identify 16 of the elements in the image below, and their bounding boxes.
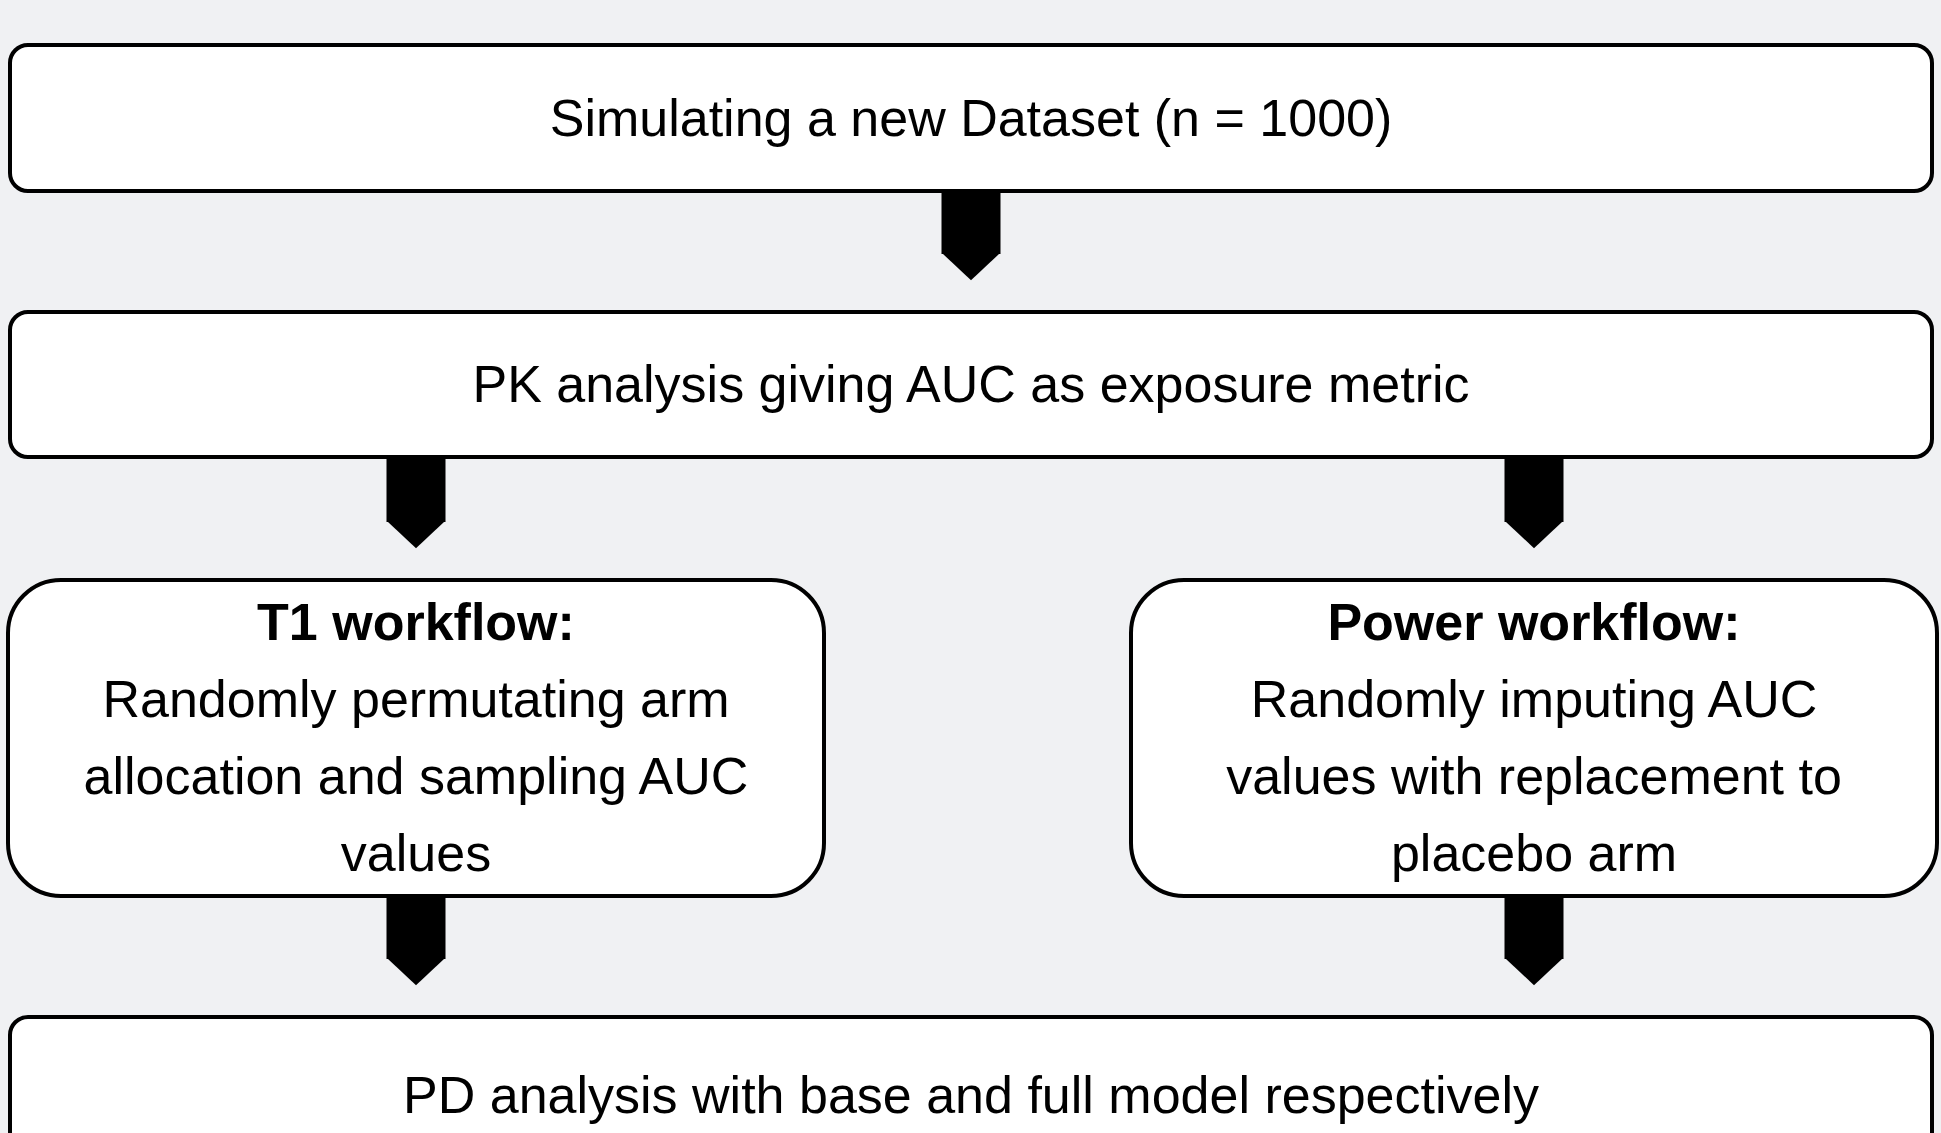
block-arrow bbox=[941, 193, 1001, 281]
box-text: PK analysis giving AUC as exposure metric bbox=[472, 354, 1470, 415]
box-heading: Power workflow: bbox=[1326, 592, 1742, 653]
process-box bbox=[6, 578, 826, 898]
block-arrow bbox=[386, 459, 446, 549]
box-heading: T1 workflow: bbox=[256, 592, 576, 653]
block-arrow bbox=[1504, 459, 1564, 549]
block-arrow bbox=[386, 898, 446, 986]
box-text: PD analysis with base and full model respectively bbox=[403, 1065, 1539, 1126]
process-box bbox=[8, 43, 1934, 193]
process-box bbox=[1129, 578, 1939, 898]
box-text: Randomly permutating arm allocation and sampling AUC values bbox=[82, 669, 750, 884]
process-box bbox=[8, 1015, 1934, 1133]
box-text: Randomly imputing AUC values with replacement to placebo arm bbox=[1225, 669, 1843, 884]
box-text: Simulating a new Dataset (n = 1000) bbox=[549, 87, 1393, 149]
process-box bbox=[8, 310, 1934, 459]
